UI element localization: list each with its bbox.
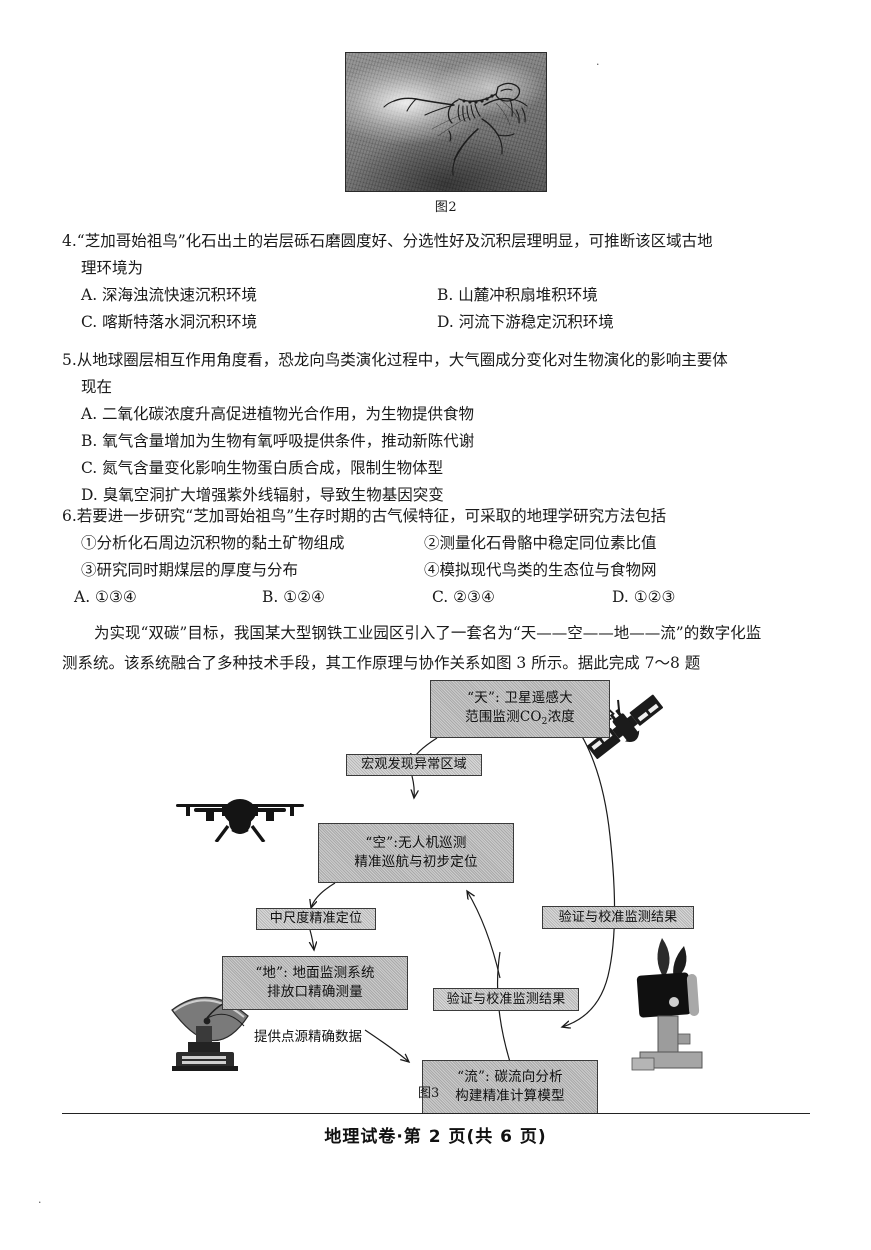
question-4-options-row-1: A. 深海浊流快速沉积环境 B. 山麓冲积扇堆积环境 [62,282,822,309]
question-6-statement-2: ②测量化石骨骼中稳定同位素比值 [424,534,657,552]
node-air-line-1: “空”:无人机巡测 [365,835,467,851]
node-sky-line-2-post: 浓度 [547,709,575,725]
question-6-option-c[interactable]: C. ②③④ [432,588,495,606]
question-5: 5.从地球圈层相互作用角度看，恐龙向鸟类演化过程中，大气圈成分变化对生物演化的影… [62,347,822,509]
edge-label-mid-scale: 中尺度精准定位 [256,908,376,930]
question-6-statement-1: ①分析化石周边沉积物的黏土矿物组成 [81,534,345,552]
figure-2-container: 图2 [345,52,547,215]
question-5-number: 5. [62,351,77,369]
node-air[interactable]: “空”:无人机巡测 精准巡航与初步定位 [318,823,514,883]
edge-label-verify-center-text: 验证与校准监测结果 [446,991,566,1007]
node-sky[interactable]: “天”: 卫星遥感大 范围监测CO2浓度 [430,680,610,738]
scan-artifact-bottom: · [38,1196,42,1209]
question-6-stem-text-1: 若要进一步研究“芝加哥始祖鸟”生存时期的古气候特征，可采取的地理学研究方法包括 [76,507,667,525]
edge-label-point-source: 提供点源精确数据 [254,1029,362,1045]
node-flow-line-1: “流”: 碳流向分析 [457,1069,563,1085]
question-5-option-d[interactable]: D. 臭氧空洞扩大增强紫外线辐射，导致生物基因突变 [81,486,444,504]
edge-label-verify-right: 验证与校准监测结果 [542,906,694,929]
question-6-number: 6. [62,507,77,525]
question-6-statements-row-2: ③研究同时期煤层的厚度与分布 ④模拟现代鸟类的生态位与食物网 [62,557,822,584]
node-ground-line-2: 排放口精确测量 [267,984,363,1000]
figure-3-caption: 图3 [418,1086,440,1101]
question-5-stem-line-2: 现在 [81,378,113,396]
passage-line-1: 为实现“双碳”目标，我国某大型钢铁工业园区引入了一套名为“天——空——地——流”… [94,624,762,642]
edge-label-macro: 宏观发现异常区域 [346,754,482,776]
question-4-option-a[interactable]: A. 深海浊流快速沉积环境 [81,286,258,304]
question-4-number: 4. [62,232,77,250]
question-4-options-row-2: C. 喀斯特落水洞沉积环境 D. 河流下游稳定沉积环境 [62,309,822,336]
edge-label-verify-right-text: 验证与校准监测结果 [558,909,678,925]
question-4-stem-line-2: 理环境为 [81,259,144,277]
node-sky-line-2-sub: 2 [541,717,548,727]
question-5-option-c[interactable]: C. 氮气含量变化影响生物蛋白质合成，限制生物体型 [81,459,444,477]
question-5-stem-line-1: 5.从地球圈层相互作用角度看，恐龙向鸟类演化过程中，大气圈成分变化对生物演化的影… [62,347,822,374]
passage-line-2: 测系统。该系统融合了多种技术手段，其工作原理与协作关系如图 3 所示。据此完成 … [62,654,701,672]
node-air-line-2: 精准巡航与初步定位 [354,854,478,870]
question-6-statement-4: ④模拟现代鸟类的生态位与食物网 [424,561,657,579]
node-sky-line-1: “天”: 卫星遥感大 [467,690,573,706]
passage-7-8: 为实现“双碳”目标，我国某大型钢铁工业园区引入了一套名为“天——空——地——流”… [62,618,830,678]
page-footer: 地理试卷·第 2 页(共 6 页) [0,1113,871,1147]
edge-label-verify-center: 验证与校准监测结果 [433,988,579,1011]
question-4-option-c[interactable]: C. 喀斯特落水洞沉积环境 [81,313,258,331]
question-6-option-a[interactable]: A. ①③④ [74,588,137,606]
question-6-options-row: A. ①③④ B. ①②④ C. ②③④ D. ①②③ [62,584,822,611]
node-flow-line-2: 构建精准计算模型 [455,1088,565,1104]
question-4-option-b[interactable]: B. 山麓冲积扇堆积环境 [437,286,598,304]
monitoring-station-icon [630,930,712,1078]
question-4-option-d[interactable]: D. 河流下游稳定沉积环境 [437,313,614,331]
question-6-option-d[interactable]: D. ①②③ [612,588,676,606]
question-6-statement-3: ③研究同时期煤层的厚度与分布 [81,561,299,579]
question-4: 4.“芝加哥始祖鸟”化石出土的岩层砾石磨圆度好、分选性好及沉积层理明显，可推断该… [62,228,822,336]
question-6-stem-line-1: 6.若要进一步研究“芝加哥始祖鸟”生存时期的古气候特征，可采取的地理学研究方法包… [62,503,822,530]
edge-label-macro-text: 宏观发现异常区域 [361,757,467,772]
node-ground-line-1: “地”: 地面监测系统 [255,965,375,981]
footer-text: 地理试卷·第 2 页(共 6 页) [324,1127,547,1147]
question-6: 6.若要进一步研究“芝加哥始祖鸟”生存时期的古气候特征，可采取的地理学研究方法包… [62,503,822,611]
node-ground[interactable]: “地”: 地面监测系统 排放口精确测量 [222,956,408,1010]
question-4-stem-line-1: 4.“芝加哥始祖鸟”化石出土的岩层砾石磨圆度好、分选性好及沉积层理明显，可推断该… [62,228,822,255]
question-6-statements-row-1: ①分析化石周边沉积物的黏土矿物组成 ②测量化石骨骼中稳定同位素比值 [62,530,822,557]
drone-icon [172,786,308,842]
node-sky-line-2-pre: 范围监测CO [465,709,542,725]
fossil-photo-image [345,52,547,192]
question-4-stem-text-1: “芝加哥始祖鸟”化石出土的岩层砾石磨圆度好、分选性好及沉积层理明显，可推断该区域… [76,232,713,250]
node-sky-line-2: 范围监测CO2浓度 [465,708,575,729]
node-flow[interactable]: “流”: 碳流向分析 构建精准计算模型 [422,1060,598,1114]
edge-label-mid-scale-text: 中尺度精准定位 [269,911,363,926]
question-5-stem-text-1: 从地球圈层相互作用角度看，恐龙向鸟类演化过程中，大气圈成分变化对生物演化的影响主… [76,351,728,369]
question-5-option-a[interactable]: A. 二氧化碳浓度升高促进植物光合作用，为生物提供食物 [81,405,475,423]
figure-2-caption: 图2 [434,200,458,215]
scan-artifact-top: · [596,58,600,71]
footer-rule [62,1113,810,1114]
question-5-option-b[interactable]: B. 氧气含量增加为生物有氧呼吸提供条件，推动新陈代谢 [81,432,475,450]
question-6-option-b[interactable]: B. ①②④ [262,588,325,606]
figure-3-container: “天”: 卫星遥感大 范围监测CO2浓度 宏观发现异常区域 “空”:无人机巡测 … [150,678,750,1114]
